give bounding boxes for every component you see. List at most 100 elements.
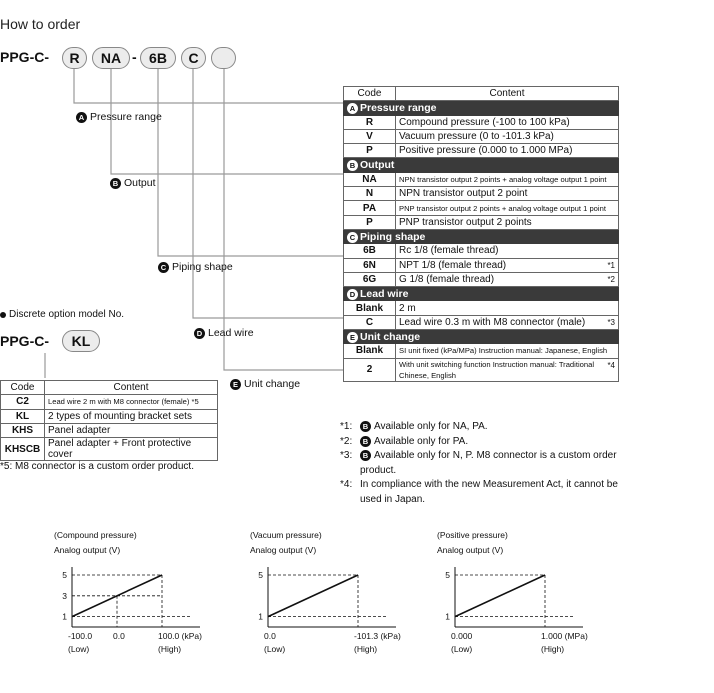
row-code: Blank xyxy=(343,343,396,359)
x-tick-sublabel: (High) xyxy=(541,644,564,654)
code-box-piping: 6B xyxy=(140,47,176,69)
label-piping-shape: C Piping shape xyxy=(158,261,233,273)
row-content: Panel adapter xyxy=(44,422,218,439)
chart-plot: 510.000(Low)1.000 (MPa)(High) xyxy=(445,567,588,654)
section-title: Piping shape xyxy=(360,230,426,243)
leader-line-pressure xyxy=(73,69,343,104)
footnote-item: *4:In compliance with the new Measuremen… xyxy=(340,479,618,505)
row-note: *2 xyxy=(607,274,615,284)
circled-a-icon: A xyxy=(76,111,87,123)
section-title: Output xyxy=(360,159,395,172)
x-tick-sublabel: (Low) xyxy=(264,644,285,654)
row-code: R xyxy=(343,114,396,130)
leader-line-unit xyxy=(223,69,343,371)
label-pressure-range: A Pressure range xyxy=(76,111,162,123)
row-code: C xyxy=(343,314,396,331)
chart-ylabel: Analog output (V) xyxy=(54,545,121,555)
circled-e-icon: E xyxy=(347,331,358,343)
row-content: SI unit fixed (kPa/MPa) Instruction manu… xyxy=(395,343,619,359)
y-tick-label: 5 xyxy=(258,570,263,580)
x-tick-label: -101.3 (kPa) xyxy=(354,631,401,641)
row-code: KHS xyxy=(0,422,45,439)
row-note: *4 xyxy=(607,360,615,370)
y-tick-label: 1 xyxy=(62,612,67,622)
x-tick-label: 0.000 xyxy=(451,631,473,641)
circled-c-icon: C xyxy=(347,231,358,243)
row-code: KL xyxy=(0,408,45,424)
y-tick-label: 1 xyxy=(445,612,450,622)
row-content: Lead wire 2 m with M8 connector (female)… xyxy=(44,394,218,410)
label-unit-change: E Unit change xyxy=(230,378,300,390)
y-tick-label: 3 xyxy=(62,591,67,601)
circled-b-icon: B xyxy=(347,160,358,172)
row-code: Blank xyxy=(343,300,396,316)
row-code: N xyxy=(343,186,396,202)
row-note: *1 xyxy=(607,260,615,270)
row-content: 2 types of mounting bracket sets xyxy=(44,408,218,424)
y-tick-label: 5 xyxy=(62,570,67,580)
leader-line-output xyxy=(110,69,343,175)
x-tick-label: 100.0 (kPa) xyxy=(158,631,202,641)
chart-ylabel: Analog output (V) xyxy=(437,545,504,555)
x-tick-label: 0.0 xyxy=(113,631,125,641)
label-lead-wire: D Lead wire xyxy=(194,327,254,339)
discrete-heading: Discrete option model No. xyxy=(0,309,124,320)
series-line xyxy=(267,574,359,618)
circled-e-icon: E xyxy=(230,378,241,390)
spec-header-code: Code xyxy=(343,85,396,102)
code-box-unit xyxy=(211,47,236,69)
row-code: 6B xyxy=(343,243,396,259)
circled-b-icon: B xyxy=(360,421,371,432)
chart-title: (Vacuum pressure) xyxy=(250,530,322,540)
row-code: PA xyxy=(343,200,396,216)
section-title: Pressure range xyxy=(360,101,437,114)
chart-ylabel: Analog output (V) xyxy=(250,545,317,555)
circled-d-icon: D xyxy=(194,327,205,339)
spec-header-content: Content xyxy=(395,85,619,102)
row-content: With unit switching function Instruction… xyxy=(395,357,619,382)
row-content: Rc 1/8 (female thread) xyxy=(395,243,619,259)
circled-b-icon: B xyxy=(360,435,371,447)
row-code: P xyxy=(343,143,396,159)
circled-a-icon: A xyxy=(347,102,358,114)
row-content: Compound pressure (-100 to 100 kPa) xyxy=(395,114,619,130)
x-tick-sublabel: (High) xyxy=(354,644,377,654)
x-tick-label: 0.0 xyxy=(264,631,276,641)
leader-line-lead-wire xyxy=(192,69,343,319)
y-tick-label: 1 xyxy=(258,612,263,622)
circled-b-icon: B xyxy=(110,177,121,189)
page-title: How to order xyxy=(0,16,81,32)
row-code: 6G xyxy=(343,271,396,288)
row-code: C2 xyxy=(0,394,45,410)
series-line xyxy=(71,574,163,618)
code-box-lead-wire: C xyxy=(181,47,206,69)
row-note: *3 xyxy=(607,317,615,327)
row-content: PNP transistor output 2 points + analog … xyxy=(395,200,619,216)
section-title: Lead wire xyxy=(360,287,409,300)
leader-line-piping xyxy=(157,69,343,257)
circled-d-icon: D xyxy=(347,288,358,300)
row-code: P xyxy=(343,214,396,230)
